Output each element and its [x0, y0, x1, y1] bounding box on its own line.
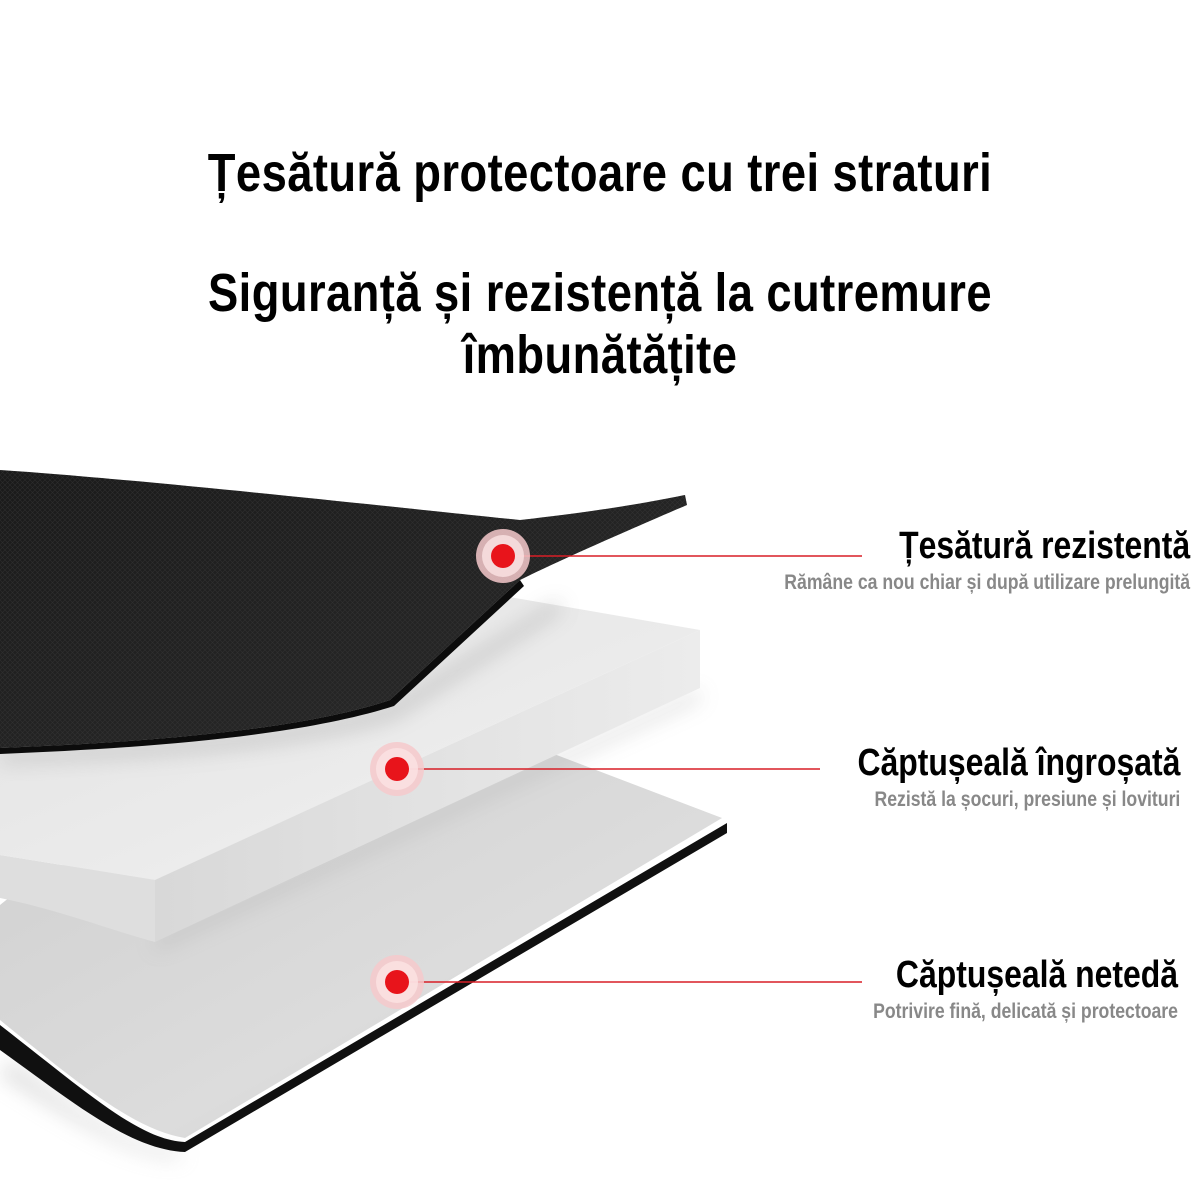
layer-label-smooth-lining: Căptușeală netedă Potrivire fină, delica… [873, 953, 1178, 1025]
layer-label-thickened-lining: Căptușeală îngroșată Rezistă la șocuri, … [857, 741, 1180, 813]
main-subtitle: Siguranță și rezistență la cutremure îmb… [208, 263, 992, 385]
layer-title: Țesătură rezistentă [899, 525, 1190, 567]
layer-label-durable-fabric: Țesătură rezistentă Rămâne ca nou chiar … [784, 524, 1190, 596]
layer-description: Rezistă la șocuri, presiune și lovituri [874, 788, 1180, 811]
main-title: Țesătură protectoare cu trei straturi [207, 143, 993, 203]
layer-title: Căptușeală îngroșată [857, 742, 1180, 784]
layer-description: Rămâne ca nou chiar și după utilizare pr… [784, 571, 1190, 594]
layer-title: Căptușeală netedă [895, 954, 1178, 996]
marker-thickened-lining [370, 742, 424, 796]
marker-smooth-lining [370, 955, 424, 1009]
layer-description: Potrivire fină, delicată și protectoare [873, 1000, 1178, 1023]
marker-durable-fabric [476, 529, 530, 583]
layer-thickened-lining [0, 585, 700, 950]
